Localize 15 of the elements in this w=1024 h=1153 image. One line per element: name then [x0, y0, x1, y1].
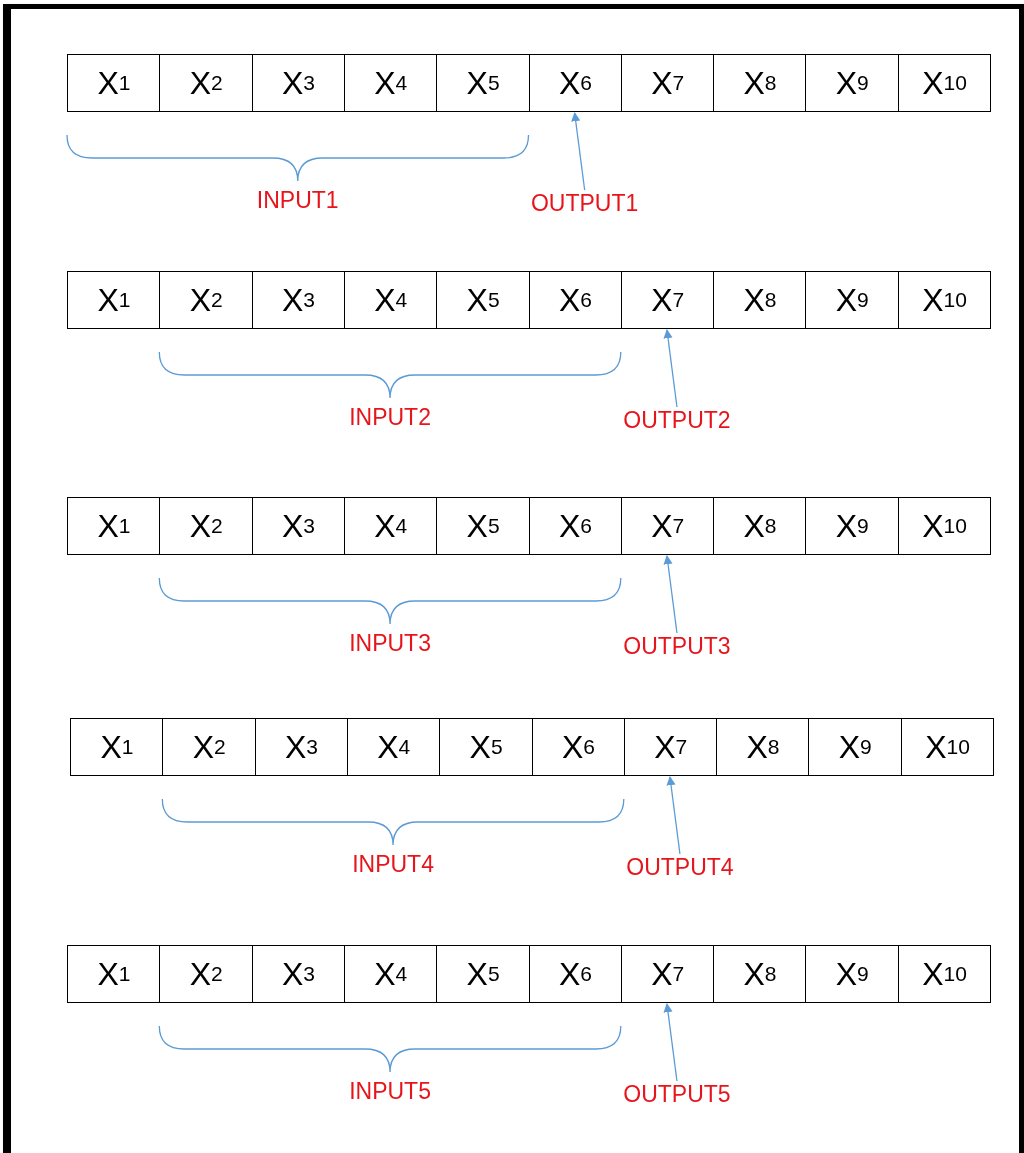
output-label: OUTPUT2 [623, 407, 731, 433]
output-label: OUTPUT3 [623, 633, 731, 659]
arrow [666, 776, 681, 855]
arrow [663, 555, 678, 634]
input-label: INPUT5 [349, 1078, 431, 1104]
arrow [663, 1003, 678, 1082]
output-label: OUTPUT4 [626, 854, 734, 880]
output-label: OUTPUT1 [530, 190, 639, 216]
input-label: INPUT2 [349, 404, 431, 430]
arrow [571, 112, 586, 191]
input-label: INPUT4 [352, 851, 434, 877]
input-label: INPUT3 [349, 630, 431, 656]
input-label: INPUT1 [256, 187, 339, 213]
output-label: OUTPUT5 [623, 1081, 731, 1107]
arrow [663, 329, 678, 408]
